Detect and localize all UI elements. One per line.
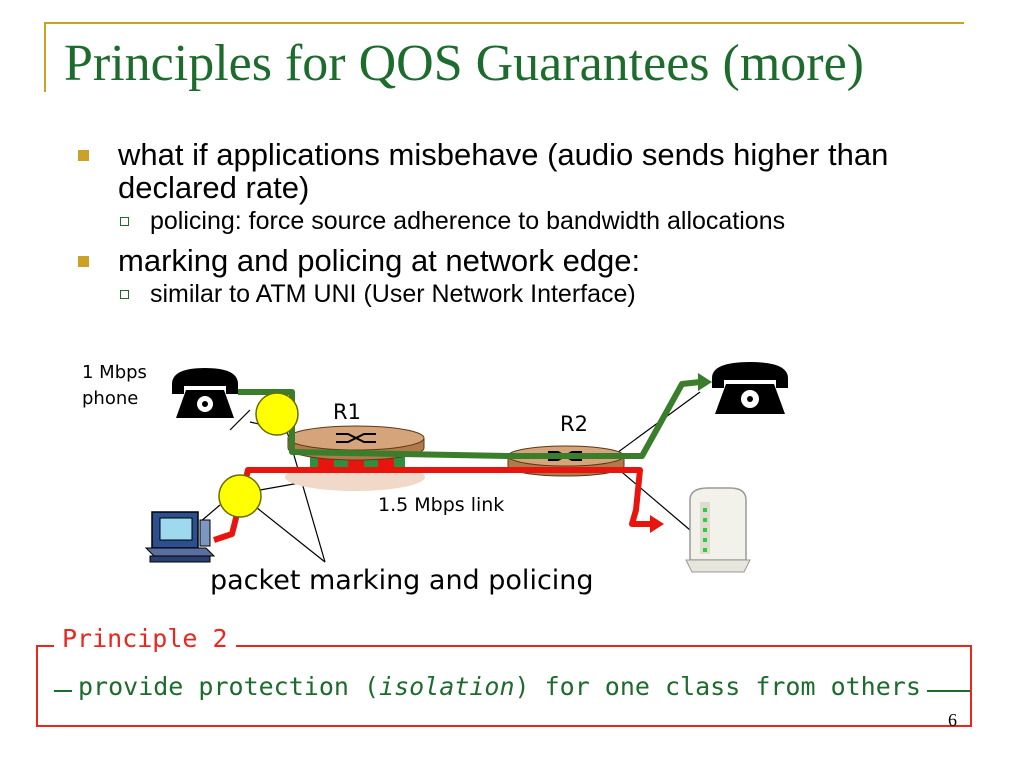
policer-marker-bottom	[218, 474, 262, 518]
sub-bullet-text: similar to ATM UNI (User Network Interfa…	[150, 280, 636, 308]
sub-bullet-item: policing: force source adherence to band…	[78, 206, 1008, 236]
bullet-list: what if applications misbehave (audio se…	[78, 138, 1008, 309]
page-number: 6	[948, 710, 957, 730]
router-r1-icon	[285, 425, 425, 491]
square-bullet-icon	[78, 150, 89, 161]
bullet-item: marking and policing at network edge:	[78, 244, 1008, 277]
policer-marker-top	[255, 392, 299, 436]
hollow-square-bullet-icon	[120, 217, 129, 226]
principle-text-start: provide protection (	[78, 672, 380, 701]
telephone-icon	[172, 368, 238, 418]
principle-text-italic: isolation	[379, 672, 515, 701]
green-flow-arrow-icon	[698, 373, 712, 391]
link-label: 1.5 Mbps link	[378, 494, 505, 516]
bullet-item: what if applications misbehave (audio se…	[78, 138, 1008, 204]
principle-box	[36, 645, 972, 727]
red-flow-arrow-icon	[650, 515, 664, 533]
sub-bullet-item: similar to ATM UNI (User Network Interfa…	[78, 279, 1008, 309]
router2-label: R2	[560, 412, 588, 436]
sub-bullet-text: policing: force source adherence to band…	[150, 207, 786, 235]
principle-text: provide protection (isolation) for one c…	[72, 672, 927, 701]
telephone-icon	[712, 362, 788, 414]
marking-policing-label: packet marking and policing	[210, 565, 594, 596]
green-flow-path	[238, 379, 701, 459]
router1-label: R1	[333, 400, 361, 424]
bullet-text: what if applications misbehave (audio se…	[118, 137, 889, 205]
red-flow-path	[213, 467, 652, 543]
principle-text-end: ) for one class from others	[514, 672, 921, 701]
frame-left-rule	[44, 22, 46, 92]
bullet-text: marking and policing at network edge:	[118, 243, 641, 278]
square-bullet-icon	[78, 256, 89, 267]
slide-title: Principles for QOS Guarantees (more)	[64, 35, 864, 92]
computer-icon	[144, 511, 216, 563]
hollow-square-bullet-icon	[120, 290, 129, 299]
server-icon	[685, 487, 751, 573]
phone-label: 1 Mbps phone	[82, 362, 147, 409]
frame-top-rule	[44, 22, 964, 24]
principle-title: Principle 2	[54, 624, 236, 653]
